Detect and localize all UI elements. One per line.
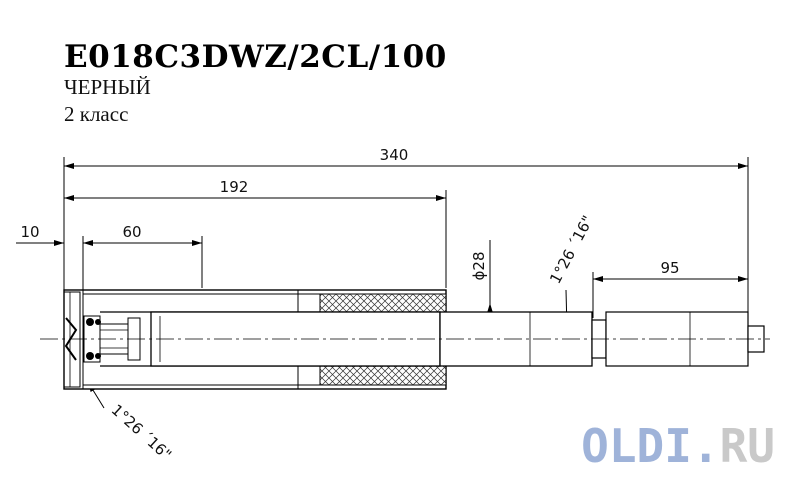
dim-inner-offset: 60 (122, 223, 141, 241)
color-label: ЧЕРНЫЙ (64, 75, 151, 99)
dim-body-length: 192 (220, 178, 249, 196)
dim-taper-angle-top: 1°26 ´16" (546, 213, 597, 287)
dim-total-length: 340 (380, 146, 409, 164)
dim-rod-diameter: ϕ28 (470, 252, 488, 281)
title-block: E018C3DWZ/2CL/100 ЧЕРНЫЙ 2 класс (64, 40, 447, 128)
class-label: 2 класс (64, 102, 129, 126)
watermark-part2: RU (720, 419, 775, 473)
watermark: OLDI.RU (581, 419, 775, 473)
dim-end-offset: 10 (20, 223, 39, 241)
dim-rod-extension: 95 (660, 259, 679, 277)
watermark-part1: OLDI. (581, 419, 719, 473)
model-number: E018C3DWZ/2CL/100 (64, 39, 447, 75)
dim-taper-angle-bottom: 1°26 ´16" (108, 401, 175, 464)
extension-lines (63, 157, 749, 318)
